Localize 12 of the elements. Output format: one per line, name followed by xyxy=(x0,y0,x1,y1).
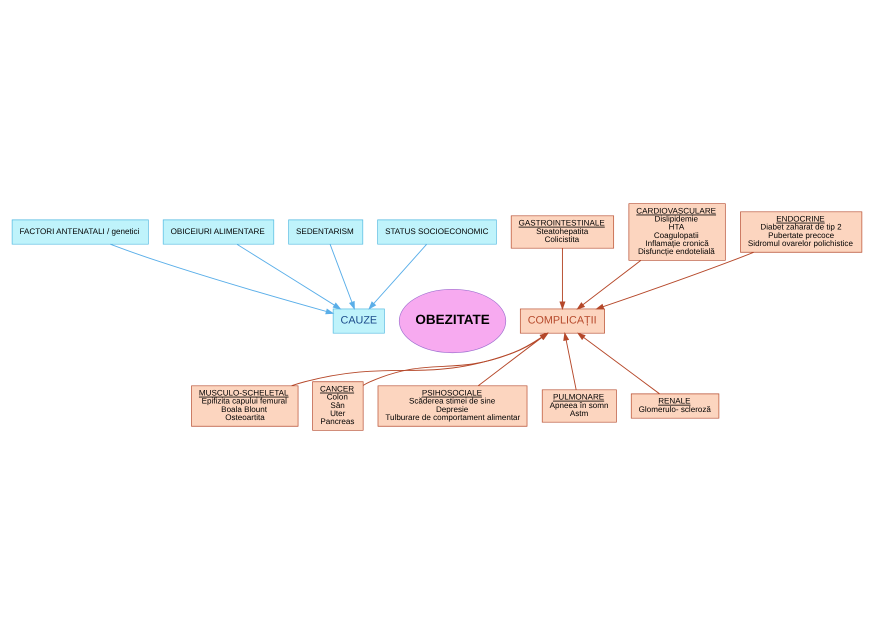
arrow xyxy=(559,248,566,310)
node-ellipse: OBEZITATE xyxy=(398,289,506,354)
arrow xyxy=(236,244,342,310)
arrow xyxy=(330,244,355,310)
node-box: COMPLICAȚII xyxy=(520,308,605,334)
arrow xyxy=(576,260,642,310)
node-box: CAUZE xyxy=(332,308,385,334)
arrow xyxy=(576,332,660,394)
arrow xyxy=(110,244,334,314)
arrow xyxy=(368,244,428,310)
arrow xyxy=(595,252,754,310)
arrow xyxy=(563,332,577,390)
